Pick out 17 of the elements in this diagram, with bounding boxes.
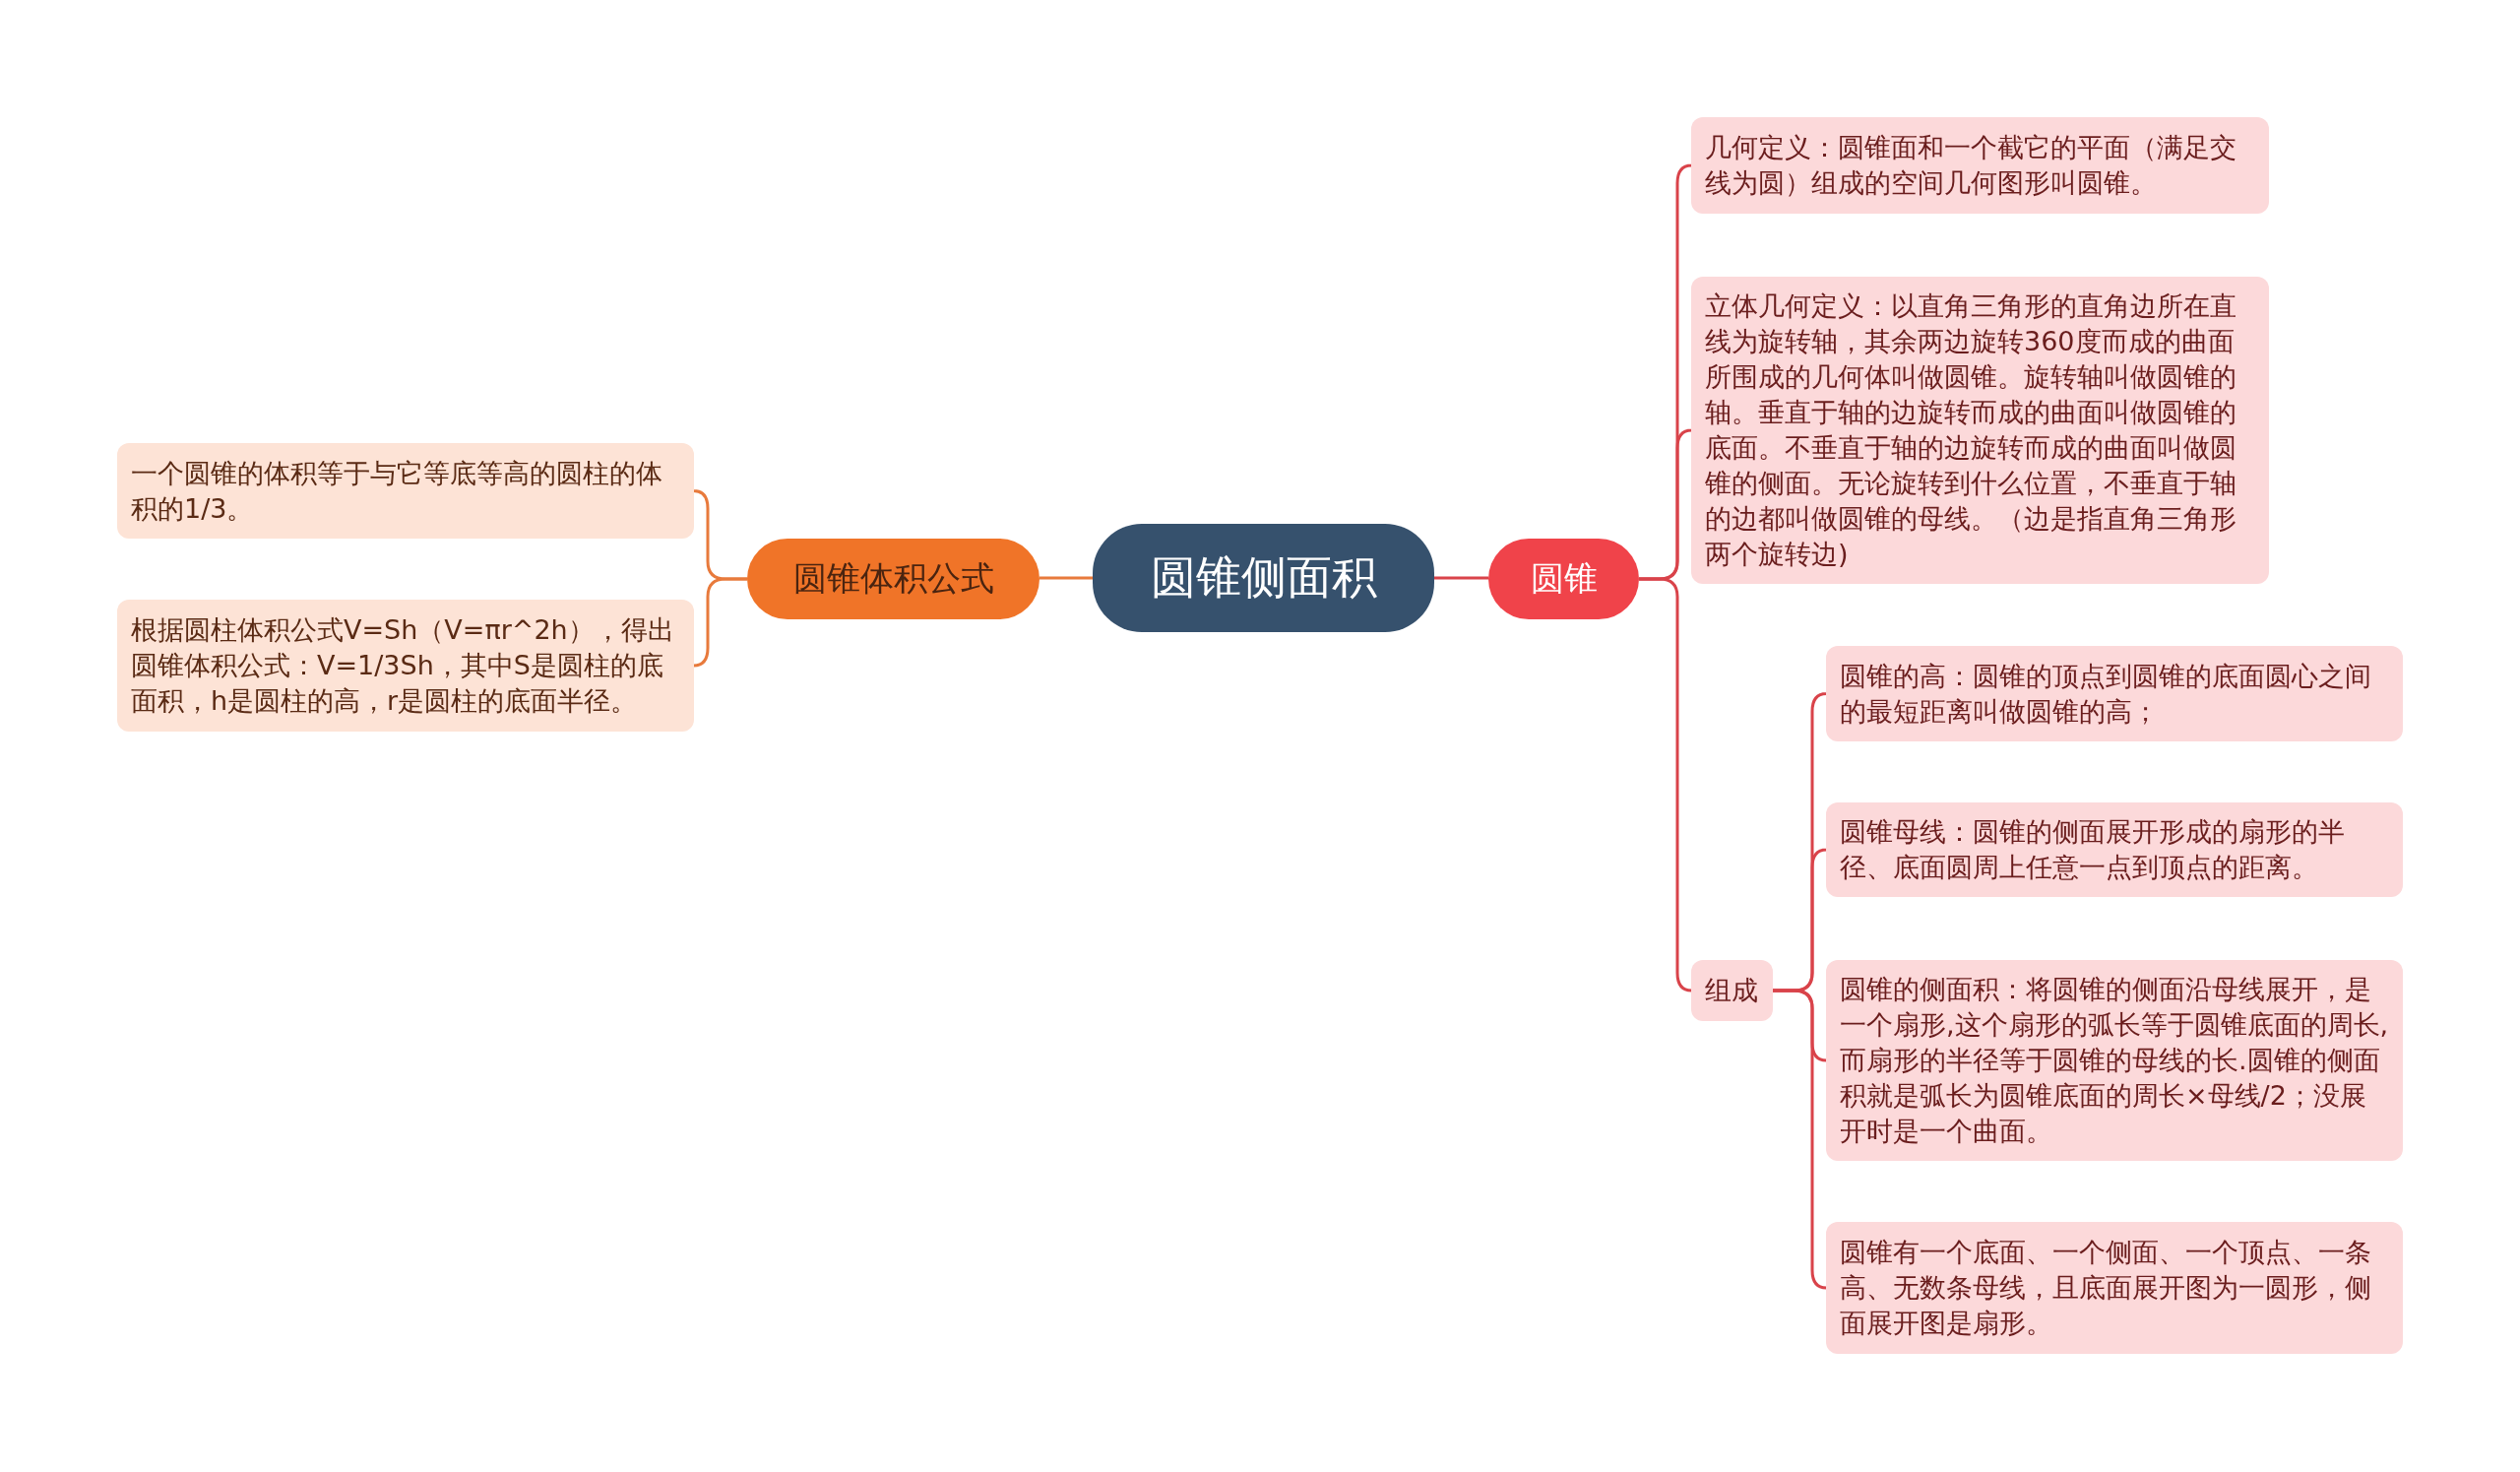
topic-pill: 圆锥	[1488, 539, 1639, 619]
central-topic: 圆锥侧面积	[1093, 524, 1434, 632]
note-box: 一个圆锥的体积等于与它等底等高的圆柱的体积的1/3。	[117, 443, 694, 539]
connector-line	[1773, 989, 1828, 1290]
subtopic-box: 组成	[1691, 960, 1773, 1021]
note-box: 立体几何定义：以直角三角形的直角边所在直线为旋转轴，其余两边旋转360度而成的曲面所围成的几何体叫做圆锥。旋转轴叫做圆锥的轴。垂直于轴的边旋转而成的曲面叫做圆锥的底面。不垂直于轴的边旋转而成的曲面叫做圆锥的侧面。无论旋转到什么位置，不垂直于轴的边都叫做圆锥的母线。（边是指直角三角形两个旋转边)	[1691, 277, 2269, 584]
topic-pill: 圆锥体积公式	[747, 539, 1040, 619]
connector-line	[692, 577, 747, 668]
note-box: 圆锥母线：圆锥的侧面展开形成的扇形的半径、底面圆周上任意一点到顶点的距离。	[1826, 802, 2403, 897]
note-box: 根据圆柱体积公式V=Sh（V=πr^2h），得出圆锥体积公式：V=1/3Sh，其中S是圆柱的底面积，h是圆柱的高，r是圆柱的底面半径。	[117, 600, 694, 732]
connector-line	[1639, 577, 1693, 992]
connector-line	[1040, 576, 1093, 580]
note-box: 几何定义：圆锥面和一个截它的平面（满足交线为圆）组成的空间几何图形叫圆锥。	[1691, 117, 2269, 214]
note-box: 圆锥的侧面积：将圆锥的侧面沿母线展开，是一个扇形,这个扇形的弧长等于圆锥底面的周长,而扇形的半径等于圆锥的母线的长.圆锥的侧面积就是弧长为圆锥底面的周长×母线/2；没展开时是一个曲面。	[1826, 960, 2403, 1161]
connector-line	[1434, 576, 1488, 580]
note-box: 圆锥有一个底面、一个侧面、一个顶点、一条高、无数条母线，且底面展开图为一圆形，侧面展开图是扇形。	[1826, 1222, 2403, 1354]
note-box: 圆锥的高：圆锥的顶点到圆锥的底面圆心之间的最短距离叫做圆锥的高；	[1826, 646, 2403, 741]
